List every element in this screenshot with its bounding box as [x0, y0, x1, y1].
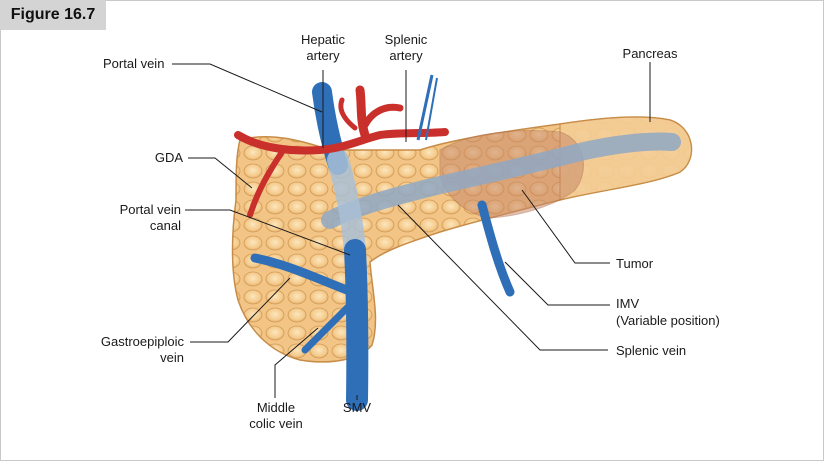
label-hepatic-artery-2: artery: [306, 48, 340, 63]
leader-portal-vein-canal: [185, 209, 351, 256]
label-gda: GDA: [155, 150, 184, 165]
common-hepatic-artery: [234, 128, 449, 155]
splenic-artery-marker-2: [425, 77, 438, 141]
leader-tumor: [521, 189, 610, 264]
gastroepiploic-vein: [250, 253, 357, 297]
label-tumor: Tumor: [616, 256, 654, 271]
label-imv-2: (Variable position): [616, 313, 720, 328]
label-hepatic-artery-1: Hepatic: [301, 32, 346, 47]
label-splenic-artery-2: artery: [389, 48, 423, 63]
leader-portal-vein: [172, 63, 323, 113]
hepatic-artery: [355, 85, 370, 140]
label-smv: SMV: [343, 400, 372, 415]
splenic-artery-marker: [416, 74, 434, 141]
leader-gda: [188, 157, 253, 189]
imv: [477, 200, 515, 297]
leader-imv: [504, 261, 610, 306]
arteries: [234, 85, 449, 218]
leader-lines: [172, 62, 651, 400]
leader-gastroepiploic: [190, 277, 291, 343]
splenic-vein: [321, 132, 681, 229]
label-splenic-artery-1: Splenic: [385, 32, 428, 47]
label-pancreas: Pancreas: [623, 46, 678, 61]
label-imv-1: IMV: [616, 296, 639, 311]
middle-colic-vein: [301, 301, 354, 354]
leader-splenic-vein: [397, 204, 608, 351]
splenic-artery: [361, 103, 404, 129]
artery-branch: [338, 97, 358, 131]
label-gastroepiploic-1: Gastroepiploic: [101, 334, 185, 349]
leader-middle-colic: [274, 327, 319, 398]
label-portal-vein-canal-1: Portal vein: [120, 202, 181, 217]
smv: [344, 239, 369, 411]
label-portal-vein-canal-2: canal: [150, 218, 181, 233]
label-middle-colic-2: colic vein: [249, 416, 302, 431]
label-middle-colic-1: Middle: [257, 400, 295, 415]
label-portal-vein: Portal vein: [103, 56, 164, 71]
figure-label: Figure 16.7: [0, 0, 106, 30]
label-splenic-vein: Splenic vein: [616, 343, 686, 358]
gda-artery: [247, 149, 285, 218]
label-gastroepiploic-2: vein: [160, 350, 184, 365]
